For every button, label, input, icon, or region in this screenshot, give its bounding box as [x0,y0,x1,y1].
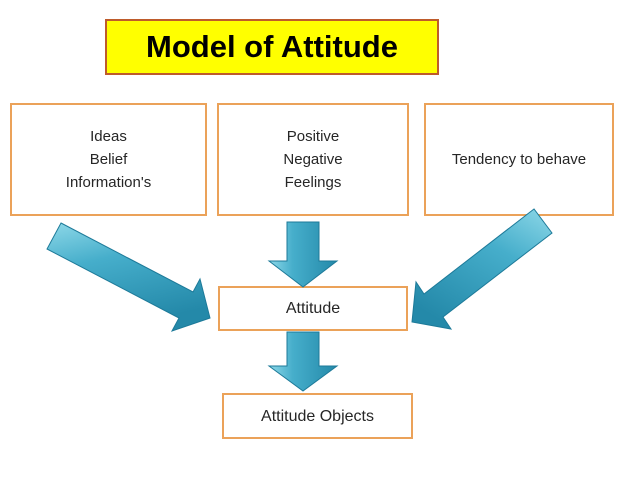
box-positive-negative-feelings: Positive Negative Feelings [217,103,409,216]
box-line: Attitude [285,300,341,317]
box-line: Negative [283,151,343,168]
box-line: Tendency to behave [451,151,587,168]
slide-title: Model of Attitude [105,19,439,75]
box-line: Feelings [284,174,342,191]
box-line: Ideas [90,128,127,145]
box-line: Attitude Objects [261,407,374,425]
arrow-attitude-to-objects [267,331,339,392]
box-line: Information's [65,174,152,191]
box-ideas-belief-informations: Ideas Belief Information's [10,103,207,216]
box-line: Positive [286,128,340,145]
box-line: Belief [89,151,128,168]
box-attitude: Attitude [218,286,408,331]
box-tendency-to-behave: Tendency to behave [424,103,614,216]
arrow-cognitive-to-attitude [46,222,211,332]
box-attitude-objects: Attitude Objects [222,393,413,439]
arrow-behavioral-to-attitude [411,208,553,330]
arrow-affective-to-attitude [267,221,339,288]
